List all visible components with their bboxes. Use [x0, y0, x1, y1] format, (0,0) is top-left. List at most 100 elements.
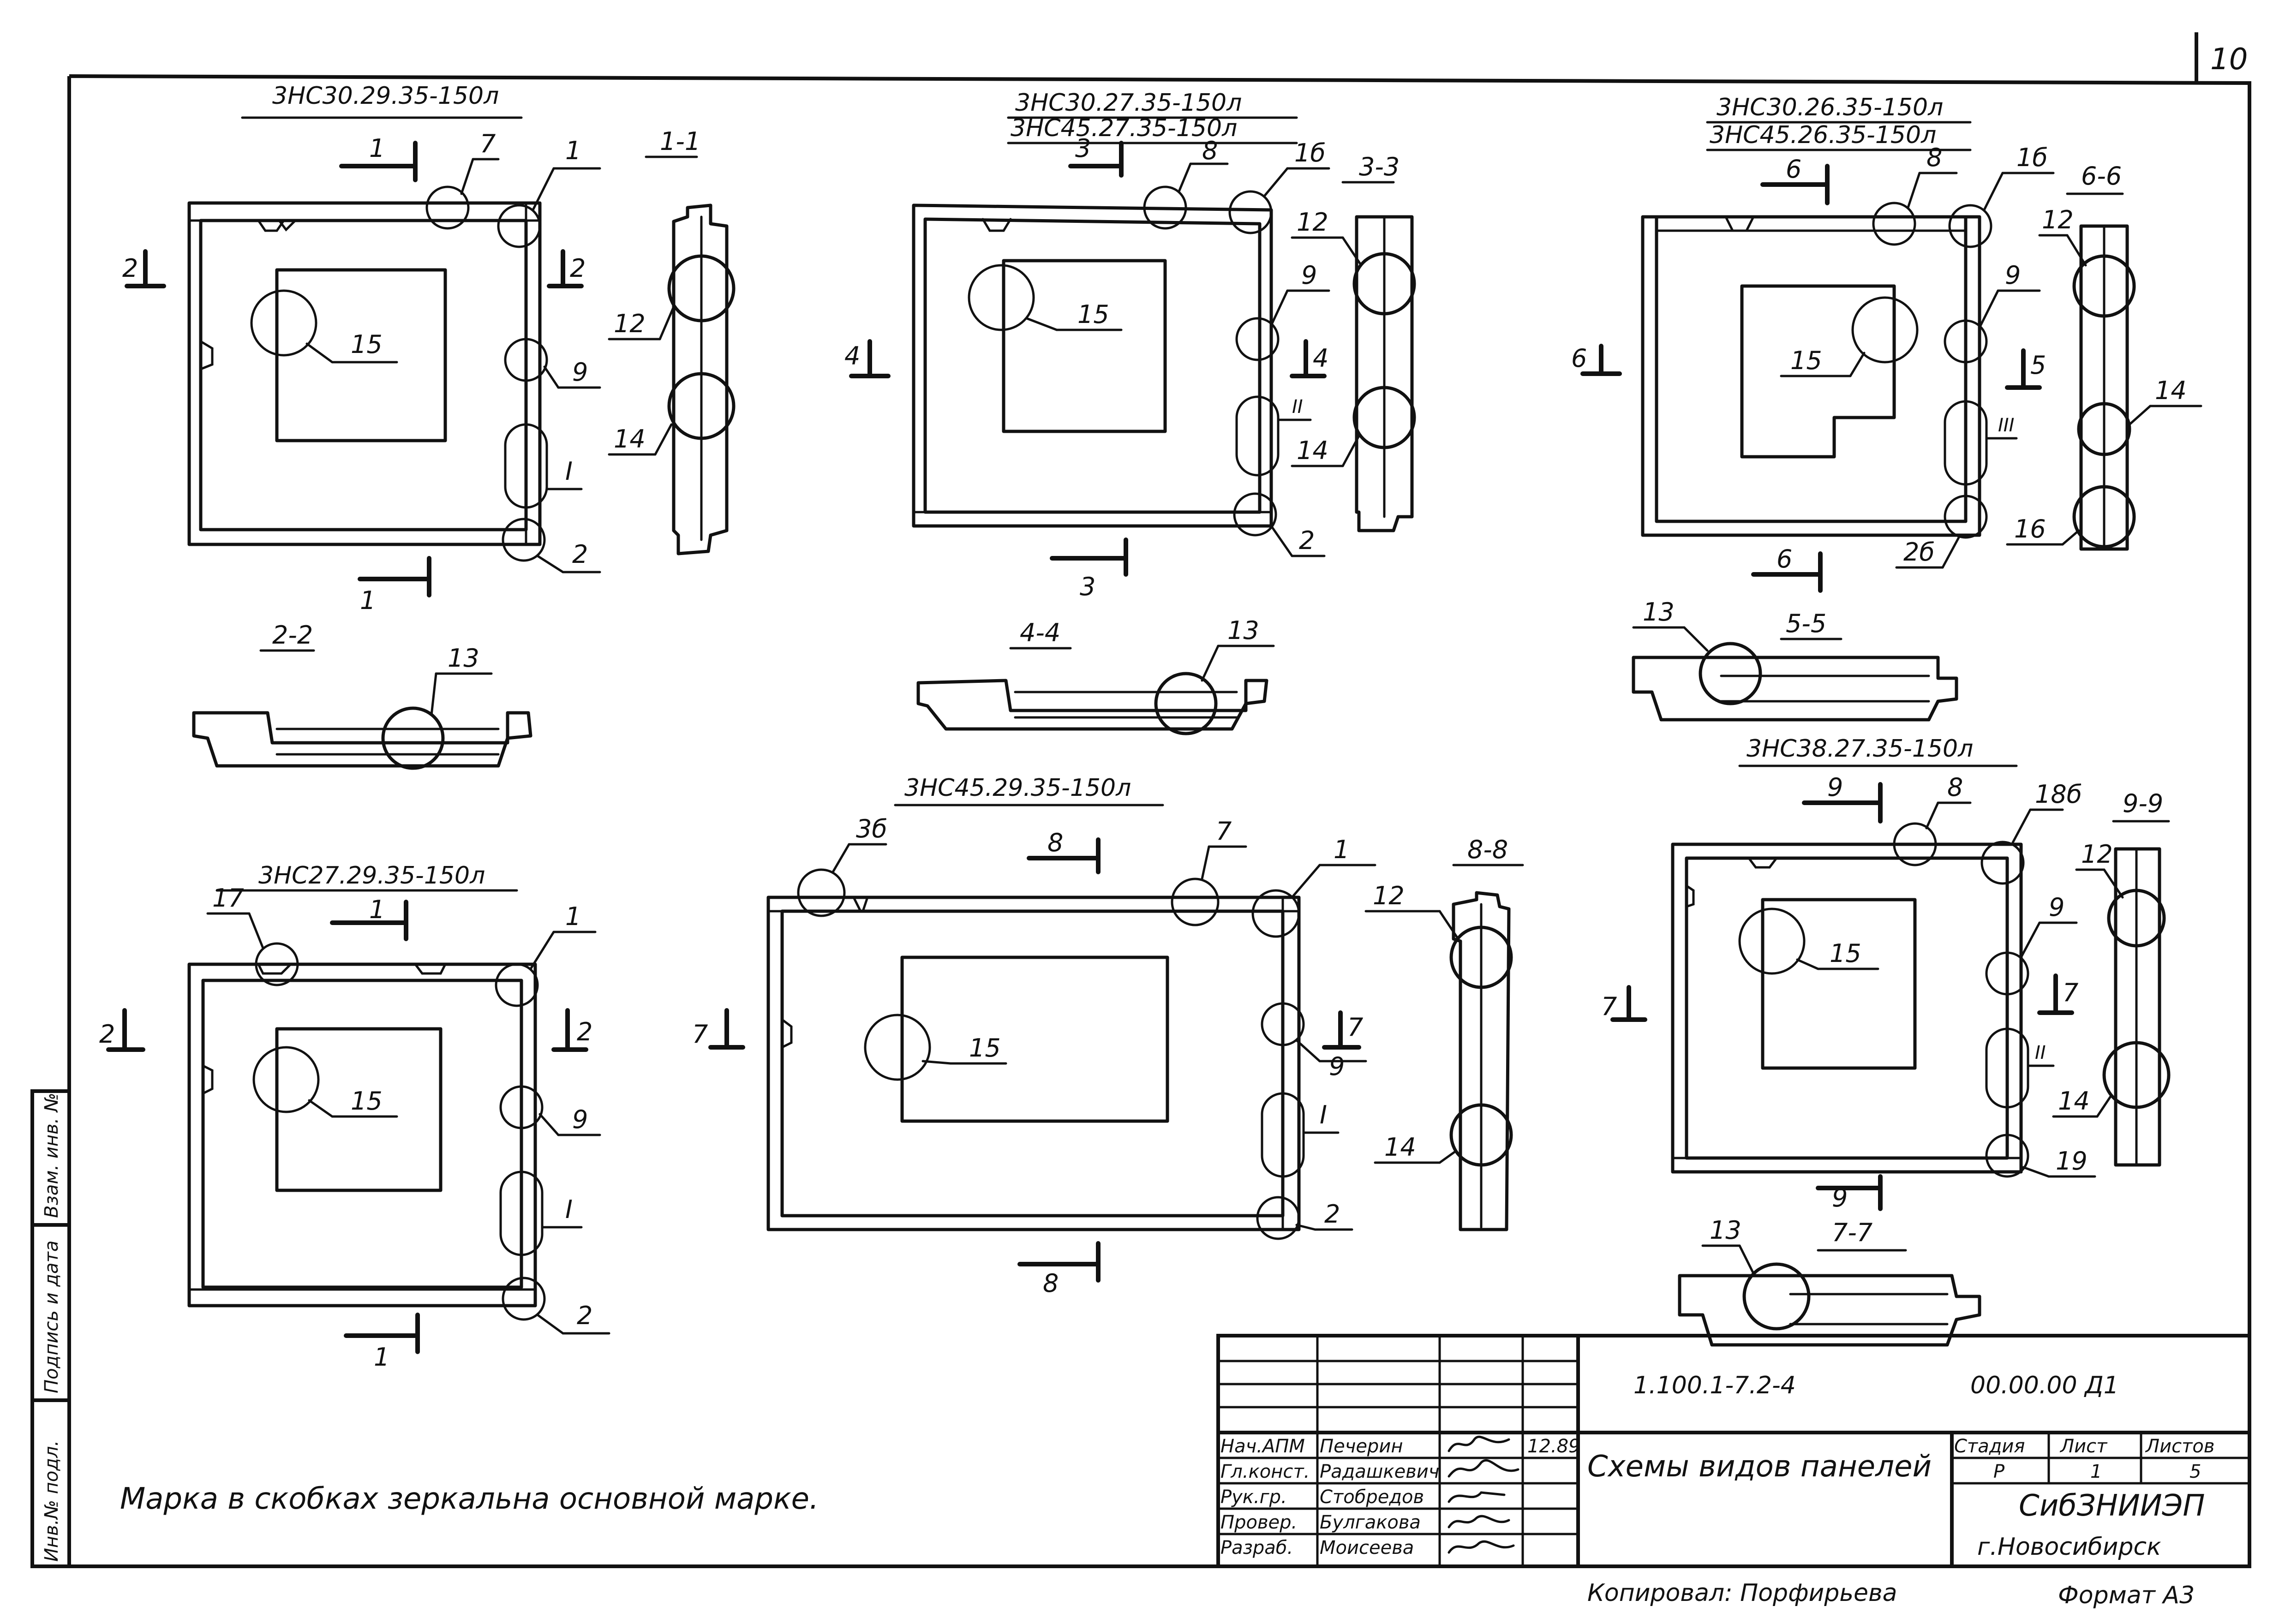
- paper-format: Формат А3: [2058, 1582, 2195, 1609]
- svg-text:14: 14: [2155, 376, 2187, 405]
- view-4: 3НС27.29.35-150л 1 1 2 2 17 1 15: [99, 862, 610, 1372]
- view-5-panel: [766, 896, 1301, 1231]
- svg-text:6: 6: [1777, 544, 1792, 573]
- section-1-1: 1-1 12 14: [608, 127, 736, 555]
- svg-text:18б: 18б: [2035, 780, 2082, 809]
- svg-text:9: 9: [572, 1105, 588, 1134]
- section-8-8: 8-8 12 14: [1364, 835, 1524, 1231]
- view-6-title: 3НС38.27.35-150л: [1747, 735, 1973, 763]
- view-3: 3НС30.26.35-150л 3НС45.26.35-150л 6 6 6 …: [1571, 94, 2202, 593]
- view-1: 3НС30.29.35-150л 1 1 2 2 7 1 1: [122, 82, 736, 615]
- svg-text:9: 9: [2005, 261, 2021, 290]
- view-3-title-2: 3НС45.26.35-150л: [1710, 121, 1936, 149]
- view-6-panel: [1671, 842, 2023, 1174]
- svg-text:1: 1: [565, 902, 581, 931]
- svg-text:9: 9: [1827, 773, 1843, 802]
- sheets-value: 5: [2189, 1461, 2201, 1482]
- svg-text:9: 9: [1301, 261, 1317, 290]
- svg-text:2: 2: [577, 1017, 592, 1046]
- svg-text:15: 15: [1790, 346, 1822, 375]
- date: 12.89: [1527, 1436, 1580, 1457]
- view-1-panel: [187, 201, 542, 546]
- svg-text:2: 2: [577, 1301, 592, 1330]
- view-5-section-marks: 8 8 7 7: [692, 828, 1363, 1298]
- svg-text:7: 7: [692, 1020, 708, 1049]
- svg-text:8: 8: [1047, 828, 1063, 857]
- svg-text:3: 3: [1075, 134, 1091, 163]
- svg-text:2: 2: [1299, 526, 1315, 555]
- svg-text:15: 15: [1830, 939, 1861, 968]
- svg-text:1-1: 1-1: [660, 127, 700, 156]
- view-2-callouts: 8 1б 15 9 II 2: [968, 136, 1330, 557]
- svg-text:6: 6: [1786, 155, 1801, 184]
- svg-text:15: 15: [351, 1087, 383, 1116]
- svg-text:8: 8: [1043, 1269, 1059, 1298]
- svg-text:15: 15: [351, 330, 383, 359]
- view-3-callouts: 8 1б 15 9 III 2б: [1780, 143, 2055, 569]
- view-1-title: 3НС30.29.35-150л: [272, 82, 499, 110]
- section-4-4: 4-4 13: [916, 616, 1275, 735]
- svg-text:2б: 2б: [1903, 537, 1935, 567]
- svg-text:9: 9: [1832, 1183, 1848, 1212]
- side-stamp-replace: Взам. инв. №: [41, 1093, 62, 1218]
- svg-text:3-3: 3-3: [1359, 152, 1400, 181]
- svg-text:2: 2: [572, 540, 588, 569]
- view-6-callouts: 8 18б 15 9 II 19: [1738, 773, 2096, 1178]
- svg-text:1: 1: [360, 586, 376, 615]
- svg-text:8: 8: [1202, 136, 1218, 165]
- svg-text:7: 7: [1347, 1013, 1363, 1042]
- name-1: Печерин: [1320, 1436, 1403, 1457]
- view-3-title-1: 3НС30.26.35-150л: [1717, 94, 1943, 121]
- svg-text:1б: 1б: [1294, 138, 1326, 167]
- svg-text:4-4: 4-4: [1020, 618, 1060, 647]
- section-3-3: 3-3 12 14: [1291, 152, 1416, 532]
- svg-text:13: 13: [1643, 597, 1675, 627]
- svg-text:2: 2: [1324, 1200, 1340, 1229]
- title-block: 1.100.1-7.2-4 00.00.00 Д1 Схемы видов па…: [1216, 1334, 2251, 1568]
- section-9-9: 9-9 12 14: [2052, 789, 2171, 1167]
- role-3: Рук.гр.: [1220, 1487, 1287, 1508]
- name-4: Булгакова: [1320, 1512, 1421, 1533]
- section-2-2: 2-2 13: [192, 621, 532, 770]
- svg-text:6-6: 6-6: [2081, 161, 2122, 191]
- svg-text:9: 9: [2049, 893, 2064, 922]
- copied-by: Копировал: Порфирьева: [1587, 1579, 1897, 1607]
- role-2: Гл.конст.: [1220, 1461, 1310, 1482]
- svg-text:1: 1: [369, 134, 385, 163]
- svg-text:12: 12: [614, 309, 646, 338]
- svg-text:9: 9: [572, 358, 588, 387]
- signatures: [1448, 1435, 1519, 1554]
- name-3: Стобредов: [1320, 1487, 1424, 1508]
- side-stamp-inv: Инв.№ подл.: [41, 1440, 62, 1562]
- view-4-panel: [187, 962, 537, 1308]
- svg-text:4: 4: [844, 341, 860, 370]
- svg-text:I: I: [1320, 1100, 1327, 1129]
- view-4-title: 3НС27.29.35-150л: [258, 862, 485, 890]
- svg-text:14: 14: [2058, 1087, 2090, 1116]
- svg-text:1б: 1б: [2016, 143, 2048, 172]
- svg-text:13: 13: [1227, 616, 1259, 645]
- svg-text:2: 2: [570, 254, 586, 283]
- svg-text:1: 1: [565, 136, 581, 165]
- name-2: Радашкевич: [1320, 1461, 1439, 1482]
- stage-value: Р: [1993, 1461, 2005, 1482]
- svg-text:4: 4: [1313, 344, 1328, 373]
- svg-text:1: 1: [1334, 835, 1349, 864]
- svg-text:II: II: [1292, 396, 1303, 418]
- view-1-section-marks: 1 1 2 2: [122, 134, 586, 615]
- view-4-callouts: 17 1 15 9 I 2: [206, 884, 610, 1335]
- svg-text:9: 9: [1329, 1052, 1345, 1081]
- mirror-note: Марка в скобках зеркальна основной марке…: [120, 1482, 819, 1516]
- section-7-7: 7-7 13: [1678, 1216, 1981, 1347]
- svg-text:12: 12: [2081, 840, 2113, 869]
- svg-text:8-8: 8-8: [1467, 835, 1508, 864]
- view-2-section-marks: 3 3 4 4: [844, 134, 1328, 601]
- svg-text:6: 6: [1571, 344, 1587, 373]
- svg-text:5-5: 5-5: [1786, 609, 1826, 638]
- svg-text:3б: 3б: [856, 814, 887, 843]
- view-5-title: 3НС45.29.35-150л: [904, 774, 1131, 802]
- svg-text:14: 14: [1384, 1133, 1416, 1162]
- svg-text:17: 17: [212, 884, 244, 913]
- svg-text:14: 14: [614, 424, 646, 454]
